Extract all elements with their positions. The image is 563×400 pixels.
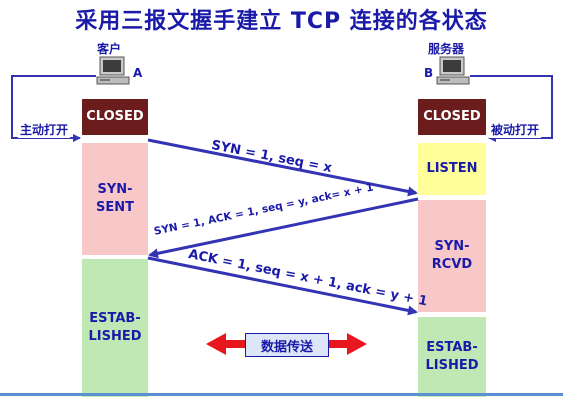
server-state-established: ESTAB- LISHED	[418, 317, 486, 397]
syn-arrow	[147, 138, 418, 197]
client-state-syn-sent-label: SYN- SENT	[96, 182, 134, 215]
data-transfer-arrow-left-shaft	[224, 340, 246, 348]
server-label: 服务器	[428, 42, 465, 56]
syn-ack-arrow	[148, 197, 419, 259]
server-state-established-label: ESTAB- LISHED	[425, 340, 479, 373]
page-title: 采用三报文握手建立 TCP 连接的各状态	[75, 9, 488, 34]
ack-arrow	[147, 256, 418, 316]
server-state-listen: LISTEN	[418, 143, 486, 195]
server-computer-icon	[436, 56, 470, 86]
data-transfer-arrow-left	[206, 333, 226, 355]
client-label: 客户	[97, 42, 122, 56]
server-id: B	[424, 66, 434, 80]
server-open-loop	[470, 75, 553, 142]
client-state-established: ESTAB- LISHED	[82, 259, 148, 397]
client-state-syn-sent: SYN- SENT	[82, 143, 148, 255]
client-open-loop	[11, 75, 96, 142]
server-state-syn-rcvd-label: SYN- RCVD	[431, 239, 473, 272]
data-transfer-arrow-right	[347, 333, 367, 355]
client-state-established-label: ESTAB- LISHED	[88, 311, 142, 344]
bottom-divider	[0, 393, 563, 396]
passive-open-label: 被动打开	[489, 121, 542, 138]
active-open-label: 主动打开	[18, 121, 71, 138]
data-transfer-arrow-right-shaft	[327, 340, 349, 348]
server-state-syn-rcvd: SYN- RCVD	[418, 200, 486, 312]
client-computer-icon	[96, 56, 130, 86]
server-state-closed: CLOSED	[418, 99, 486, 135]
client-id: A	[133, 66, 143, 80]
client-state-closed: CLOSED	[82, 99, 148, 135]
data-transfer-box: 数据传送	[245, 333, 329, 357]
